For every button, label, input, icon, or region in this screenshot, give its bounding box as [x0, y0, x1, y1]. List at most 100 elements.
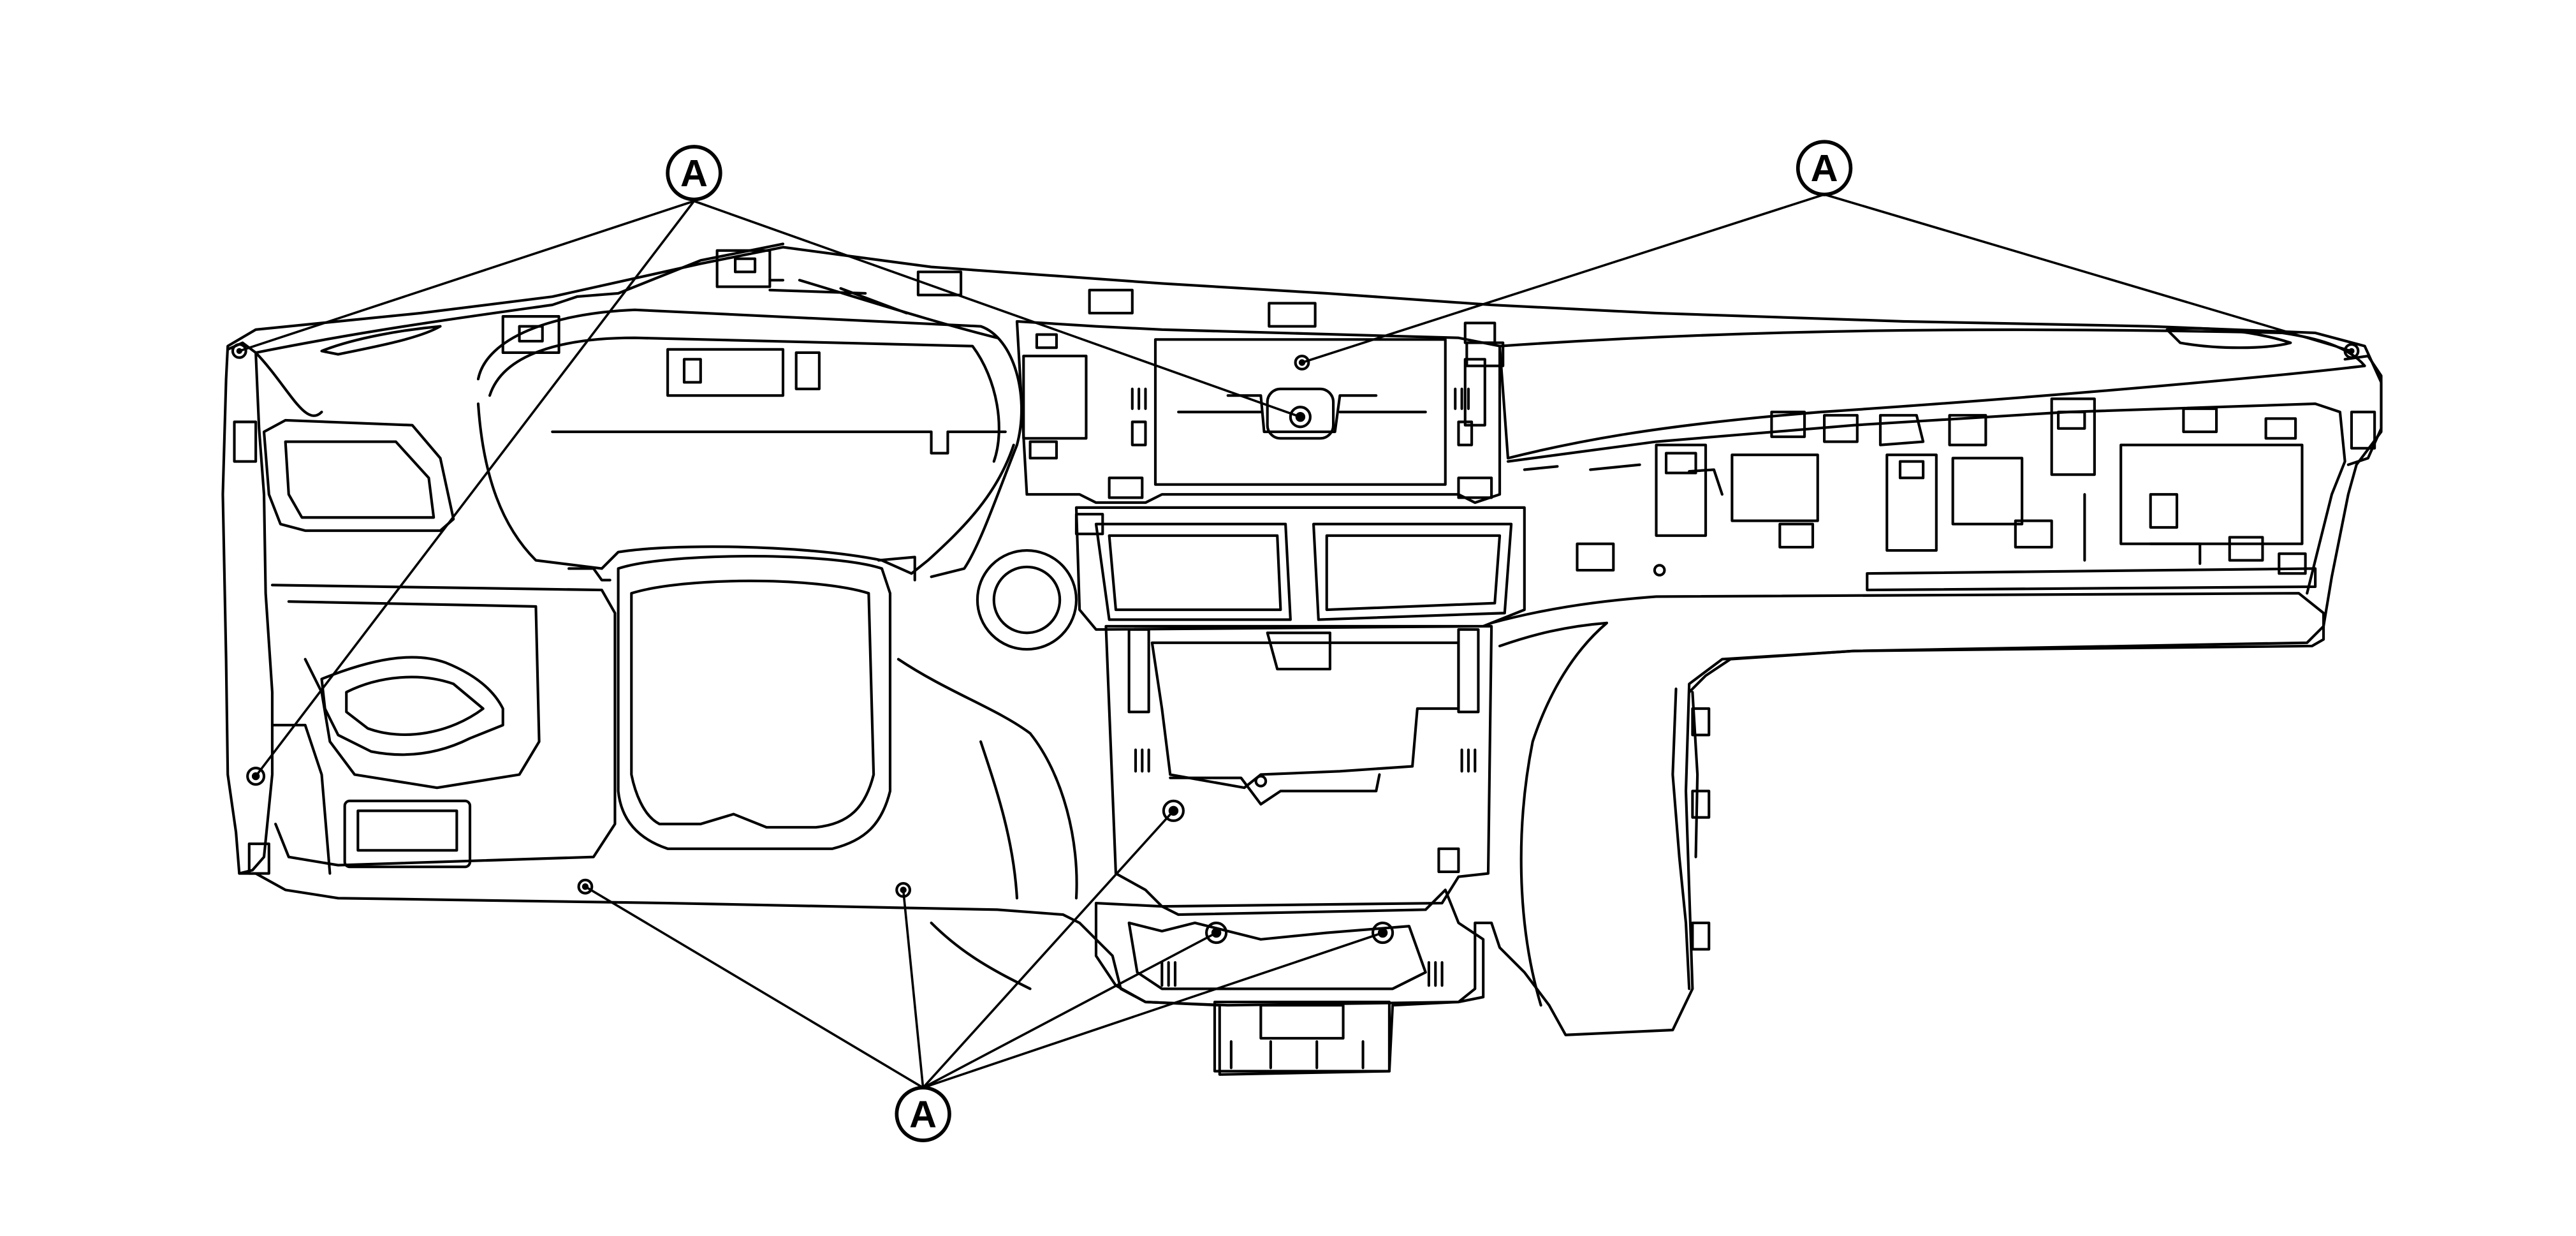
- fastener-right-end: [2343, 342, 2360, 359]
- display-top-notch: [1226, 394, 1378, 434]
- center-vent-frame: [1074, 506, 1526, 631]
- cluster-hood: [476, 308, 1023, 578]
- cluster-bracket-left: [666, 348, 785, 397]
- center-vent-left: [1094, 522, 1292, 621]
- center-vent-right-inner: [1325, 534, 1502, 612]
- left-lower-panel-inner: [287, 600, 541, 790]
- console-lower-marks-1: [1160, 960, 1177, 987]
- audio-panel-screw: [1254, 774, 1268, 788]
- left-side-vent-inner: [284, 440, 435, 519]
- right-box-6: [2119, 443, 2304, 545]
- round-vent-outer: [976, 548, 1078, 651]
- center-console-lower: [1094, 888, 1485, 1007]
- round-vent-inner: [992, 565, 1062, 635]
- top-clip-3: [916, 270, 963, 297]
- fastener-display-mount: [1289, 406, 1312, 429]
- leader-a2-to-center-top: [1301, 193, 1826, 364]
- callout-circle: [895, 1085, 951, 1142]
- dashboard-outline: [221, 246, 2383, 1076]
- leader-a3-to-stack-upper: [921, 809, 1175, 1089]
- right-small-bracket: [1576, 542, 1615, 572]
- right-lower-cover-edge: [1671, 688, 1699, 990]
- stack-clip-lower-right: [1457, 476, 1493, 499]
- cluster-bracket-slot-2: [794, 351, 821, 390]
- left-lower-pocket-inner: [356, 809, 458, 852]
- console-side-clip: [1437, 847, 1460, 874]
- console-bottom-block: [1259, 1004, 1345, 1040]
- left-end-bracket: [233, 420, 258, 463]
- display-mount: [1266, 387, 1335, 440]
- callout-a-bottom: A: [895, 1085, 951, 1142]
- center-stack-right-rail: [1463, 358, 1486, 427]
- right-lower-cover: [1490, 592, 2325, 694]
- leader-lines: [238, 193, 2353, 1089]
- right-cover-clip-3: [1691, 921, 1711, 951]
- stack-side-marks-right: [1454, 387, 1470, 410]
- stack-clip-lower-left: [1108, 476, 1144, 499]
- lower-sweep-2: [930, 740, 1032, 990]
- center-vent-right: [1312, 522, 1513, 621]
- right-box-4: [1951, 457, 2024, 526]
- callout-label: A: [909, 1093, 937, 1135]
- lower-sweep-1: [896, 658, 1078, 900]
- leader-a1-to-left-lower: [254, 200, 696, 777]
- vent-hazard-switch: [1266, 631, 1331, 671]
- cluster-cross-bar: [551, 430, 1007, 455]
- right-cover-clip-2: [1691, 790, 1711, 819]
- center-left-opening: [617, 555, 892, 850]
- left-lower-panel: [270, 584, 617, 867]
- top-clip-2: [1268, 302, 1317, 328]
- right-box-7: [2149, 493, 2179, 529]
- callout-label: A: [680, 152, 708, 195]
- right-box-3: [1885, 453, 1938, 552]
- cluster-hood-inner: [488, 336, 1000, 463]
- stack-mid-rail-right: [1457, 628, 1480, 714]
- console-lower-inner: [1127, 921, 1427, 990]
- right-end-cap: [2343, 355, 2383, 466]
- stack-mid-rail-left: [1127, 628, 1150, 714]
- left-lower-pocket: [343, 799, 472, 869]
- right-bottom-ledge: [1866, 567, 2317, 592]
- fastener-center-top: [1294, 355, 1310, 371]
- cluster-opening: [476, 402, 1015, 575]
- fastener-stack-lower-left: [1205, 921, 1228, 945]
- stack-mid-marks-right: [1460, 748, 1477, 773]
- leader-a2-to-right-end: [1823, 193, 2353, 353]
- stack-side-slot-right: [1457, 420, 1474, 446]
- center-vent-left-inner: [1108, 534, 1282, 612]
- right-harness-details: [1523, 463, 2202, 565]
- center-display-housing: [1153, 338, 1447, 486]
- console-bottom-legs: [1229, 1040, 1365, 1070]
- cluster-lower-bracket: [567, 555, 916, 582]
- fastener-upper-left-end: [231, 342, 247, 359]
- center-stack-middle: [1104, 624, 1493, 908]
- right-end-tab: [2350, 410, 2376, 450]
- left-end-tab: [247, 842, 270, 875]
- callout-a-upper-left: A: [666, 145, 722, 202]
- right-small-hole: [1653, 564, 1666, 577]
- center-left-opening-inner: [630, 579, 875, 829]
- right-box-2: [1731, 453, 1819, 522]
- center-stack-left-panel: [1022, 355, 1088, 440]
- right-upper-pad: [1498, 328, 2366, 460]
- right-lower-cover-inner: [1498, 621, 1609, 1007]
- console-bottom-bracket: [1213, 1001, 1391, 1073]
- fastener-lower-left-1: [577, 878, 594, 895]
- left-switch-bezel: [320, 656, 504, 756]
- cluster-bracket-slot-1: [682, 358, 702, 384]
- right-box-5: [2050, 397, 2096, 476]
- leader-a1-to-left-end: [238, 200, 696, 353]
- callout-a-upper-right: A: [1796, 140, 1853, 196]
- callout-circle: [666, 145, 722, 202]
- top-center-ribs: [768, 279, 999, 339]
- stack-side-slot-left: [1131, 420, 1147, 446]
- right-clip-row: [1770, 407, 2297, 446]
- right-pad-clip: [1465, 341, 1505, 367]
- center-stack-middle-inner: [1150, 641, 1460, 790]
- defroster-grille-left: [320, 325, 442, 356]
- left-switch-bezel-inner: [345, 675, 485, 736]
- vent-clip-left: [1074, 513, 1104, 536]
- cluster-clip-1: [715, 249, 772, 288]
- audio-panel-recess: [1169, 773, 1381, 806]
- callout-circle: [1796, 140, 1853, 196]
